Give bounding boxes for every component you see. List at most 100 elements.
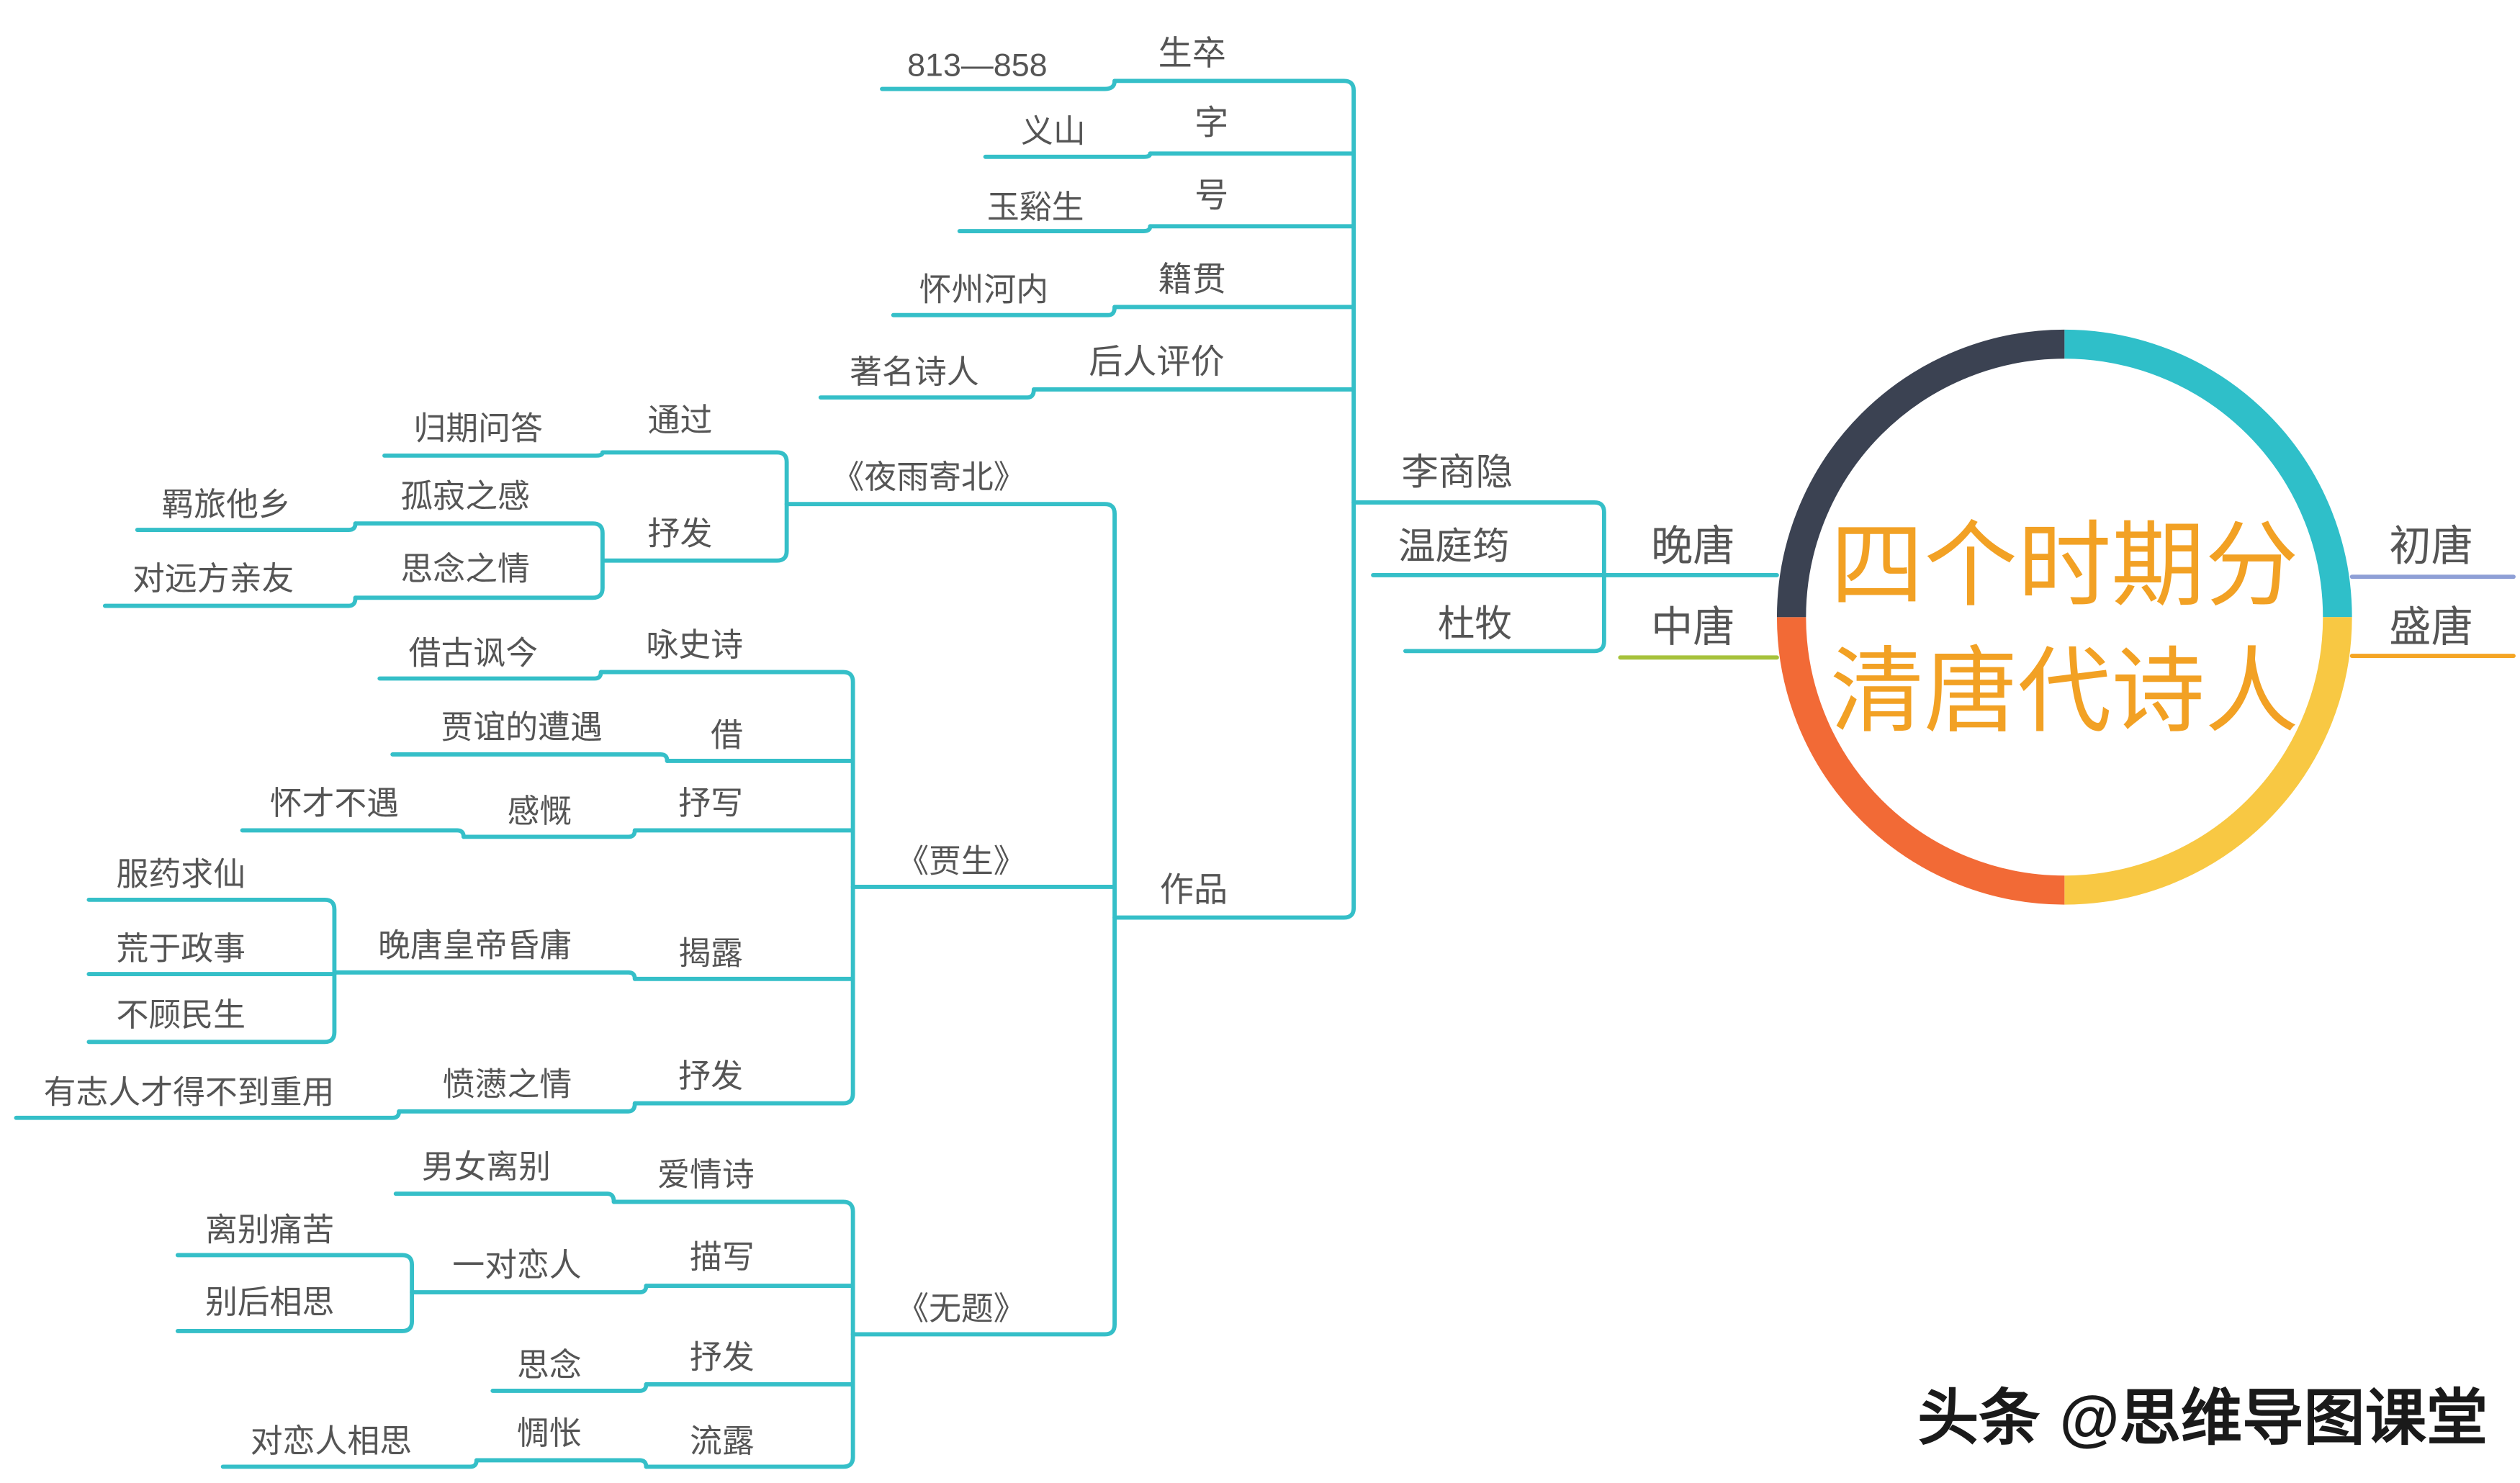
central-title-line-1: 四个时期分 — [1830, 510, 2299, 620]
leaf-jilv-taxiang: 羁旅他乡 — [161, 485, 290, 523]
leaf-huaizhou-henei: 怀州河内 — [919, 271, 1048, 309]
left-branches: 晚唐 中唐 李商隐 温庭筠 杜牧 — [1351, 451, 1779, 660]
ring-segment-yellow — [2064, 617, 2352, 905]
period-zhong-tang: 中唐 — [1651, 603, 1735, 652]
node-jiguan: 籍贯 — [1158, 260, 1226, 299]
node-miaoxie: 描写 — [690, 1238, 755, 1276]
node-huangdi-hunyong: 晚唐皇帝昏庸 — [378, 926, 572, 964]
connector-youzhi-rencai — [14, 1109, 402, 1120]
node-yidui-lianren: 一对恋人 — [452, 1246, 581, 1284]
leaf-yuxisheng: 玉谿生 — [987, 188, 1084, 226]
bracket-li-shangyin — [1112, 78, 1356, 920]
watermark-account: @思维导图课堂 — [2059, 1384, 2488, 1453]
connector-jiayi-zaoyu — [390, 752, 670, 763]
work-wu-ti: 《无题》 — [896, 1289, 1025, 1328]
connector-huangdi-hunyong — [332, 970, 637, 981]
central-topic: 四个时期分 清唐代诗人 — [1776, 329, 2352, 905]
works-branch: 《夜雨寄北》 《贾生》 《无题》 — [784, 458, 1117, 1337]
node-fenmen-zhiqing: 愤懑之情 — [443, 1065, 572, 1103]
node-pingjia: 后人评价 — [1089, 342, 1224, 382]
connector-sinian — [490, 1382, 649, 1393]
connector-gankai — [461, 828, 637, 839]
ring-segment-orange — [1776, 617, 2065, 905]
leaf-youzhi-rencai: 有志人才得不到重用 — [44, 1073, 335, 1112]
node-shufa-jiasheng: 抒发 — [678, 1057, 743, 1095]
leaf-guiqi-wenda: 归期问答 — [413, 409, 542, 447]
connector-jiegu-fengjin — [377, 670, 603, 681]
node-jie: 借 — [711, 716, 743, 754]
period-wan-tang: 晚唐 — [1651, 522, 1735, 571]
leaf-jiegu-fengjin: 借古讽今 — [409, 634, 538, 672]
node-shufa-yeyu: 抒发 — [648, 514, 713, 552]
leaf-lifespan: 813—858 — [907, 47, 1048, 84]
poet-li-shangyin: 李商隐 — [1401, 451, 1513, 494]
connector-guiqi-wenda — [382, 450, 605, 458]
leaf-dui-yuanfang-qinyou: 对远方亲友 — [132, 559, 294, 598]
node-aiqingshi: 爱情诗 — [657, 1155, 755, 1194]
bracket-jia-sheng — [598, 670, 855, 1106]
work-ye-yu-ji-bei: 《夜雨寄北》 — [832, 458, 1025, 496]
poet-du-mu: 杜牧 — [1438, 603, 1512, 646]
ring-segment-dark — [1776, 329, 2065, 618]
central-title-line-2: 清唐代诗人 — [1830, 636, 2299, 746]
leaf-huangyu-zhengshi: 荒于政事 — [117, 929, 246, 968]
leaf-nannv-libie: 男女离别 — [422, 1148, 551, 1186]
period-sheng-tang: 盛唐 — [2389, 603, 2473, 652]
leaf-biehou-xiangsi: 别后相思 — [205, 1283, 334, 1321]
bracket-yidui-lianren — [175, 1253, 415, 1333]
node-liulu: 流露 — [690, 1422, 755, 1460]
node-jielu: 揭露 — [678, 934, 743, 973]
connector-yishan — [983, 151, 1153, 159]
bracket-wu-ti — [611, 1199, 855, 1469]
connector-chouchang — [474, 1458, 649, 1469]
connector-dui-yuanfang — [102, 595, 358, 608]
leaf-sinian: 思念 — [517, 1346, 582, 1384]
poet-wen-tingyun: 温庭筠 — [1398, 525, 1510, 568]
bracket-ye-yu-ji-bei — [600, 450, 789, 563]
node-sinian-zhiqing: 思念之情 — [400, 550, 529, 588]
leaf-jiayi-zaoyu: 贾谊的遭遇 — [441, 708, 603, 747]
connector-huaicai-buyu — [240, 828, 466, 839]
connector-dui-lianren-xiangsi — [220, 1458, 479, 1469]
work-jia-sheng: 《贾生》 — [896, 842, 1025, 880]
connector-fenmen-zhiqing — [397, 1101, 637, 1114]
leaf-fuyao-qiuxian: 服药求仙 — [117, 855, 246, 893]
node-chouchang: 惆怅 — [517, 1414, 582, 1452]
li-shangyin-branch: 生卒 字 号 籍贯 后人评价 作品 813—858 义山 玉谿生 怀州河内 著名… — [818, 34, 1356, 920]
connector-huaizhou — [891, 305, 1117, 317]
connector-lifespan — [880, 78, 1117, 91]
connector-nannv-libie — [393, 1191, 616, 1204]
node-tongguo: 通过 — [648, 401, 713, 439]
leaf-yishan: 义山 — [1021, 112, 1086, 150]
node-shuxie: 抒写 — [678, 784, 743, 822]
node-yongshishi: 咏史诗 — [646, 626, 743, 664]
leaf-bugu-minsheng: 不顾民生 — [117, 996, 246, 1034]
watermark: 头条 @思维导图课堂 — [1917, 1384, 2488, 1453]
jia-sheng-branch: 咏史诗 借 抒写 揭露 抒发 借古讽今 贾谊的遭遇 感慨 怀才不遇 晚唐皇帝昏庸… — [14, 626, 855, 1120]
node-works: 作品 — [1160, 870, 1228, 910]
node-zi: 字 — [1194, 103, 1228, 143]
leaf-dui-lianren-xiangsi: 对恋人相思 — [251, 1422, 412, 1460]
bracket-works — [784, 502, 1117, 1337]
right-branches: 初唐 盛唐 — [2349, 522, 2516, 659]
leaf-huaicai-buyu: 怀才不遇 — [270, 784, 399, 822]
node-hao: 号 — [1194, 176, 1228, 215]
ring-segment-teal — [2064, 329, 2352, 618]
node-gankai: 感慨 — [507, 792, 572, 830]
connector-famous-poet — [818, 387, 1036, 400]
bracket-huangdi-hunyong — [86, 897, 337, 1045]
leaf-famous-poet: 著名诗人 — [850, 353, 978, 391]
connector-yidui-lianren — [410, 1284, 649, 1294]
connector-yuxisheng — [957, 224, 1153, 233]
leaf-libie-tongku: 离别痛苦 — [205, 1210, 334, 1248]
bracket-shufa-yeyu — [353, 521, 605, 600]
period-chu-tang: 初唐 — [2389, 522, 2473, 571]
node-sheng-zu: 生卒 — [1158, 34, 1226, 73]
wu-ti-branch: 爱情诗 描写 抒发 流露 男女离别 一对恋人 离别痛苦 别后相思 思念 惆怅 对… — [175, 1148, 855, 1469]
connector-jilv-taxiang — [135, 521, 358, 533]
ye-yu-ji-bei-branch: 通过 抒发 归期问答 孤寂之感 思念之情 羁旅他乡 对远方亲友 — [102, 401, 789, 608]
node-shufa-wuti: 抒发 — [690, 1338, 755, 1376]
node-guji-zhigan: 孤寂之感 — [400, 477, 529, 515]
watermark-platform: 头条 — [1917, 1384, 2040, 1453]
